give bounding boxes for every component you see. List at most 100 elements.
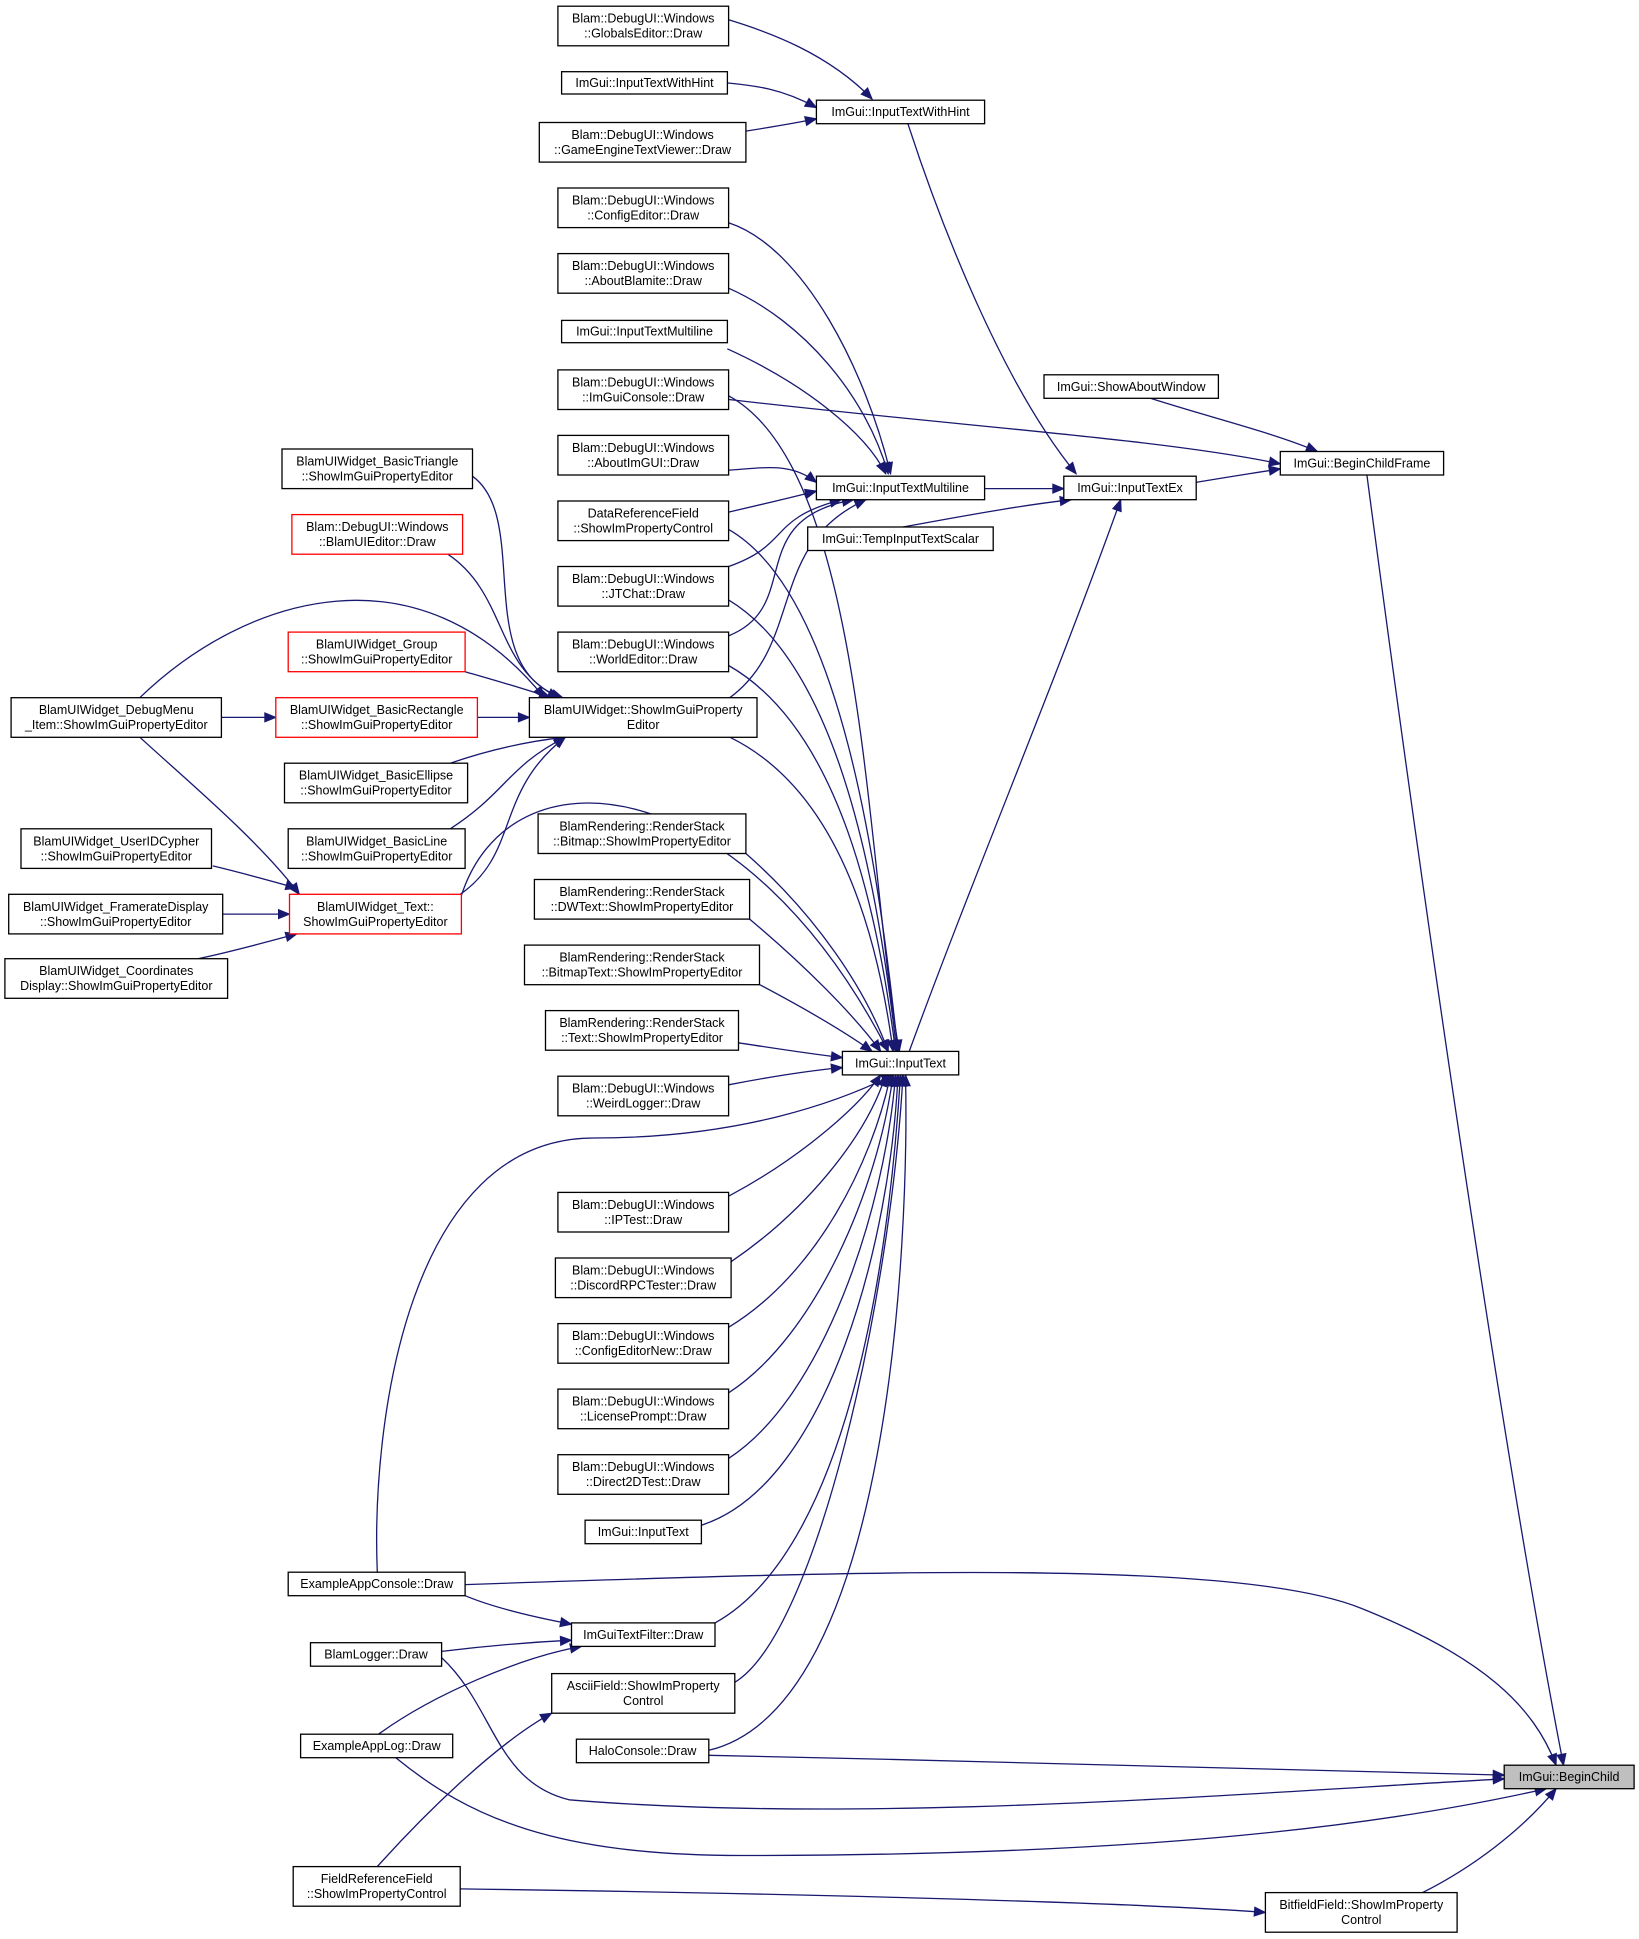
call-edge: [908, 498, 1122, 1052]
function-node[interactable]: Blam::DebugUI::Windows::Direct2DTest::Dr…: [557, 1454, 730, 1495]
node-label: BlamUIWidget_FramerateDisplay: [23, 900, 209, 914]
function-node[interactable]: ImGui::InputTextMultiline: [815, 475, 986, 501]
function-node[interactable]: BlamUIWidget_UserIDCypher::ShowImGuiProp…: [20, 828, 213, 870]
function-node[interactable]: ImGui::InputTextEx: [1063, 475, 1197, 501]
function-node[interactable]: Blam::DebugUI::Windows::ImGuiConsole::Dr…: [557, 369, 730, 411]
function-node[interactable]: ImGui::BeginChildFrame: [1279, 450, 1445, 476]
function-node[interactable]: Blam::DebugUI::Windows::IPTest::Draw: [557, 1191, 730, 1233]
edge-line: [728, 1074, 894, 1394]
node-box: [528, 697, 758, 738]
function-node[interactable]: Blam::DebugUI::Windows::JTChat::Draw: [557, 565, 730, 607]
node-box: [551, 1672, 736, 1714]
node-label: ImGui::InputText: [598, 1525, 690, 1539]
edge-line: [139, 599, 545, 699]
function-node[interactable]: BlamUIWidget_BasicTriangle::ShowImGuiPro…: [281, 448, 474, 490]
function-node[interactable]: ImGui::InputText: [841, 1050, 960, 1076]
function-node[interactable]: BlamRendering::RenderStack::BitmapText::…: [523, 944, 761, 986]
function-node[interactable]: Blam::DebugUI::Windows::GameEngineTextVi…: [538, 121, 747, 163]
edge-line: [728, 466, 817, 483]
function-node[interactable]: BlamUIWidget_DebugMenu_Item::ShowImGuiPr…: [10, 697, 223, 738]
call-edge: [460, 1888, 1267, 1917]
node-label: ImGui::InputTextWithHint: [831, 105, 970, 119]
function-node[interactable]: ImGui::InputTextWithHint: [560, 71, 729, 95]
call-edge: [728, 1063, 844, 1086]
edge-line: [197, 933, 298, 960]
node-label: BlamUIWidget_Coordinates: [39, 964, 193, 978]
function-node[interactable]: BlamUIWidget_Text::ShowImGuiPropertyEdit…: [288, 893, 463, 935]
function-node[interactable]: Blam::DebugUI::Windows::ConfigEditor::Dr…: [557, 187, 730, 229]
function-node[interactable]: BitfieldField::ShowImPropertyControl: [1264, 1891, 1458, 1933]
function-node[interactable]: ImGui::TempInputTextScalar: [807, 526, 994, 552]
function-node[interactable]: BlamUIWidget_BasicEllipse::ShowImGuiProp…: [283, 762, 469, 804]
function-node[interactable]: HaloConsole::Draw: [575, 1738, 710, 1764]
function-node[interactable]: ImGui::InputText: [584, 1519, 703, 1545]
node-box: [533, 878, 751, 920]
node-box: [841, 1050, 960, 1076]
function-node[interactable]: BlamUIWidget_CoordinatesDisplay::ShowImG…: [4, 958, 229, 999]
function-node[interactable]: BlamUIWidget::ShowImGuiPropertyEditor: [528, 697, 758, 738]
function-node[interactable]: BlamRendering::RenderStack::Bitmap::Show…: [537, 813, 747, 855]
edge-line: [714, 1074, 902, 1624]
node-label: ::Bitmap::ShowImPropertyEditor: [553, 834, 731, 848]
edge-line: [728, 1066, 843, 1086]
call-edge: [222, 908, 291, 920]
function-node[interactable]: BlamRendering::RenderStack::Text::ShowIm…: [544, 1009, 740, 1051]
call-edge: [728, 488, 818, 513]
arrowhead: [264, 712, 278, 723]
edge-line: [212, 865, 298, 889]
node-label: FieldReferenceField: [321, 1872, 433, 1886]
nodes-layer: Blam::DebugUI::Windows::GlobalsEditor::D…: [4, 5, 1635, 1933]
function-node[interactable]: Blam::DebugUI::Windows::WeirdLogger::Dra…: [557, 1075, 730, 1117]
edge-line: [908, 499, 1122, 1052]
node-box: [288, 893, 463, 935]
node-label: Blam::DebugUI::Windows: [572, 1198, 714, 1212]
function-node[interactable]: AsciiField::ShowImPropertyControl: [551, 1672, 736, 1714]
function-node[interactable]: ImGuiTextFilter::Draw: [570, 1622, 716, 1648]
node-box: [275, 697, 479, 738]
call-edge: [984, 483, 1066, 494]
function-node[interactable]: Blam::DebugUI::Windows::AboutImGUI::Draw: [557, 434, 730, 476]
node-label: ::ShowImGuiPropertyEditor: [301, 718, 452, 732]
function-node[interactable]: ExampleAppConsole::Draw: [287, 1571, 466, 1597]
function-node[interactable]: Blam::DebugUI::Windows::BlamUIEditor::Dr…: [291, 513, 464, 555]
edge-line: [728, 499, 842, 568]
arrowhead: [1547, 1752, 1557, 1767]
function-node[interactable]: BlamUIWidget_FramerateDisplay::ShowImGui…: [8, 893, 224, 935]
function-node[interactable]: ImGui::InputTextMultiline: [560, 319, 729, 344]
function-node[interactable]: FieldReferenceField::ShowImPropertyContr…: [292, 1865, 461, 1907]
node-label: Blam::DebugUI::Windows: [572, 1395, 714, 1409]
node-label: ::WeirdLogger::Draw: [586, 1097, 701, 1111]
node-label: ::AboutBlamite::Draw: [584, 274, 702, 288]
function-node[interactable]: BlamRendering::RenderStack::DWText::Show…: [533, 878, 751, 920]
function-node[interactable]: BlamUIWidget_Group::ShowImGuiPropertyEdi…: [287, 631, 466, 673]
function-node[interactable]: Blam::DebugUI::Windows::AboutBlamite::Dr…: [557, 252, 730, 294]
node-label: BlamUIWidget_BasicLine: [306, 834, 447, 848]
call-edge: [708, 1073, 911, 1751]
call-edge: [728, 287, 891, 476]
node-box: [557, 187, 730, 229]
function-node[interactable]: Blam::DebugUI::Windows::ConfigEditorNew:…: [557, 1322, 730, 1364]
function-node[interactable]: ImGui::ShowAboutWindow: [1043, 374, 1220, 399]
node-label: BlamUIWidget_BasicRectangle: [290, 703, 464, 717]
call-edge: [749, 918, 882, 1053]
call-edge: [728, 466, 818, 484]
function-node[interactable]: DataReferenceField::ShowImPropertyContro…: [557, 500, 730, 542]
edge-line: [464, 1595, 572, 1625]
function-node[interactable]: Blam::DebugUI::Windows::LicensePrompt::D…: [557, 1388, 730, 1430]
function-node[interactable]: Blam::DebugUI::Windows::DiscordRPCTester…: [554, 1257, 732, 1299]
node-box: [292, 1865, 461, 1907]
node-label: BlamUIWidget::ShowImGuiProperty: [544, 703, 743, 717]
function-node[interactable]: BlamLogger::Draw: [309, 1642, 443, 1667]
function-node[interactable]: ExampleAppLog::Draw: [299, 1733, 454, 1759]
function-node[interactable]: BlamUIWidget_BasicRectangle::ShowImGuiPr…: [275, 697, 479, 738]
call-edge: [477, 712, 531, 723]
node-box: [287, 1571, 466, 1597]
function-node[interactable]: BlamUIWidget_BasicLine::ShowImGuiPropert…: [287, 828, 466, 870]
function-node[interactable]: Blam::DebugUI::Windows::GlobalsEditor::D…: [557, 5, 730, 47]
function-node[interactable]: Blam::DebugUI::Windows::WorldEditor::Dra…: [557, 631, 730, 673]
arrowhead: [804, 115, 818, 127]
call-edge: [701, 1073, 903, 1526]
node-label: Blam::DebugUI::Windows: [572, 194, 714, 208]
function-node[interactable]: ImGui::InputTextWithHint: [815, 99, 986, 125]
call-edge: [441, 1635, 573, 1653]
